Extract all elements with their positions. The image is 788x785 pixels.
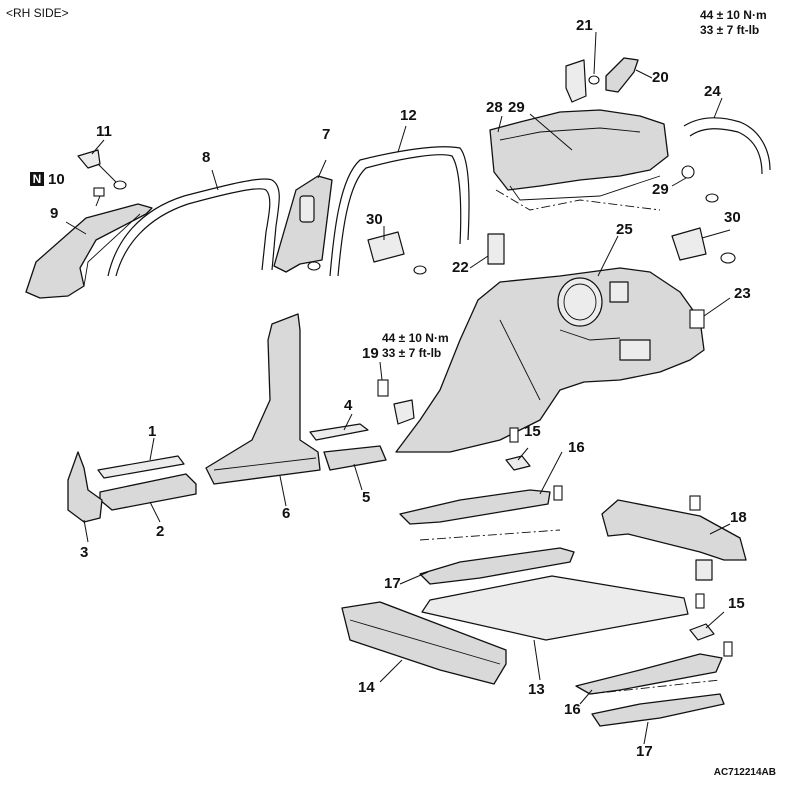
callout-10: 10 (48, 171, 65, 188)
part-17-deck-support-lower (589, 679, 725, 727)
part-19-bolt-bracket (377, 379, 415, 425)
callout-21: 21 (576, 17, 593, 34)
part-15-clip-upper (505, 427, 531, 471)
torque-spec-lower-metric: 44 ± 10 N·m (382, 331, 449, 345)
callout-15a: 15 (524, 423, 541, 440)
callout-11: 11 (96, 123, 112, 140)
callout-28: 28 (486, 99, 503, 116)
torque-spec-lower-imperial: 33 ± 7 ft-lb (382, 346, 442, 360)
callout-8: 8 (202, 149, 211, 166)
callout-13: 13 (528, 681, 545, 698)
callout-1: 1 (148, 423, 157, 440)
part-20-anchor-trim (605, 57, 639, 93)
part-1-scuff-plate (97, 455, 185, 479)
callout-9: 9 (50, 205, 59, 222)
part-17-deck-support-upper (419, 529, 575, 585)
part-6-center-pillar-lower-trim (205, 313, 321, 485)
part-5-sill-trim (323, 445, 387, 471)
part-18-back-panel-trim (601, 495, 747, 581)
part-30-bracket-right (671, 227, 736, 264)
callout-17b: 17 (636, 743, 653, 760)
callout-18: 18 (730, 509, 747, 526)
part-15-clip-lower (689, 593, 715, 641)
part-2-front-sill-trim (99, 473, 197, 511)
part-24-quarter-weatherstrip (683, 117, 771, 175)
part-30-bracket-left (367, 231, 427, 275)
callout-16b: 16 (564, 701, 581, 718)
part-13-luggage-floor-board (421, 575, 689, 641)
callout-23: 23 (734, 285, 751, 302)
part-9-front-pillar-trim (25, 203, 153, 299)
part-16-deck-side-trim-lower (575, 641, 733, 695)
callout-2: 2 (156, 523, 165, 540)
part-22-clip (469, 233, 505, 269)
callout-30a: 30 (366, 211, 383, 228)
leader-lines (65, 31, 731, 745)
part-3-cowl-side-trim (67, 451, 103, 523)
callout-7: 7 (322, 126, 331, 143)
callout-15b: 15 (728, 595, 745, 612)
callout-14: 14 (358, 679, 375, 696)
part-11-clip-bracket (77, 149, 127, 190)
part-16-deck-side-trim-upper (399, 485, 563, 525)
callout-12: 12 (400, 107, 417, 124)
torque-spec-upper-imperial: 33 ± 7 ft-lb (700, 23, 760, 37)
part-12-rear-weatherstrip (329, 146, 470, 277)
callout-25: 25 (616, 221, 633, 238)
part-29-clip-right (681, 165, 719, 203)
callout-19: 19 (362, 345, 379, 362)
figure-code: AC712214AB (713, 767, 776, 778)
part-28-quarter-upper-trim (489, 109, 669, 211)
callout-17a: 17 (384, 575, 401, 592)
part-8-door-weatherstrip (107, 178, 280, 277)
callout-29a: 29 (508, 99, 525, 116)
part-25-quarter-trim-lower (395, 267, 705, 453)
n-badge: N (30, 172, 44, 186)
callout-6: 6 (282, 505, 291, 522)
callout-20: 20 (652, 69, 669, 86)
part-10-clip (93, 187, 105, 207)
part-4-scuff-plate (309, 423, 369, 441)
callout-30b: 30 (724, 209, 741, 226)
callout-3: 3 (80, 544, 89, 561)
part-14-deck-box (341, 601, 507, 685)
side-label: <RH SIDE> (6, 6, 69, 20)
part-21-anchor-cover (565, 59, 600, 103)
callout-5: 5 (362, 489, 371, 506)
callout-29b: 29 (652, 181, 669, 198)
part-7-center-pillar-upper-trim (273, 175, 333, 273)
callout-16a: 16 (568, 439, 585, 456)
callout-24: 24 (704, 83, 721, 100)
torque-spec-upper-metric: 44 ± 10 N·m (700, 8, 767, 22)
callout-22: 22 (452, 259, 469, 276)
callout-4: 4 (344, 397, 353, 414)
